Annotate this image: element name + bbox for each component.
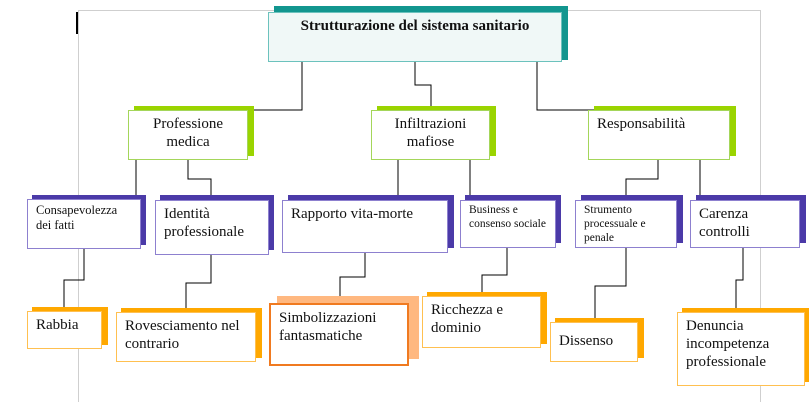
connector	[339, 253, 366, 300]
connector	[699, 160, 743, 200]
connector	[187, 160, 212, 200]
connector	[735, 248, 744, 312]
connector	[185, 255, 212, 312]
connector	[365, 160, 399, 200]
connector	[414, 62, 432, 110]
connector	[63, 249, 85, 311]
connector	[481, 248, 508, 296]
connector	[469, 160, 507, 200]
text-cursor	[76, 12, 78, 34]
connector	[625, 160, 659, 199]
connector	[536, 62, 658, 111]
root-label: Strutturazione del sistema sanitario	[268, 12, 562, 62]
connector	[84, 160, 137, 200]
connector	[594, 248, 627, 322]
connector	[188, 62, 303, 111]
